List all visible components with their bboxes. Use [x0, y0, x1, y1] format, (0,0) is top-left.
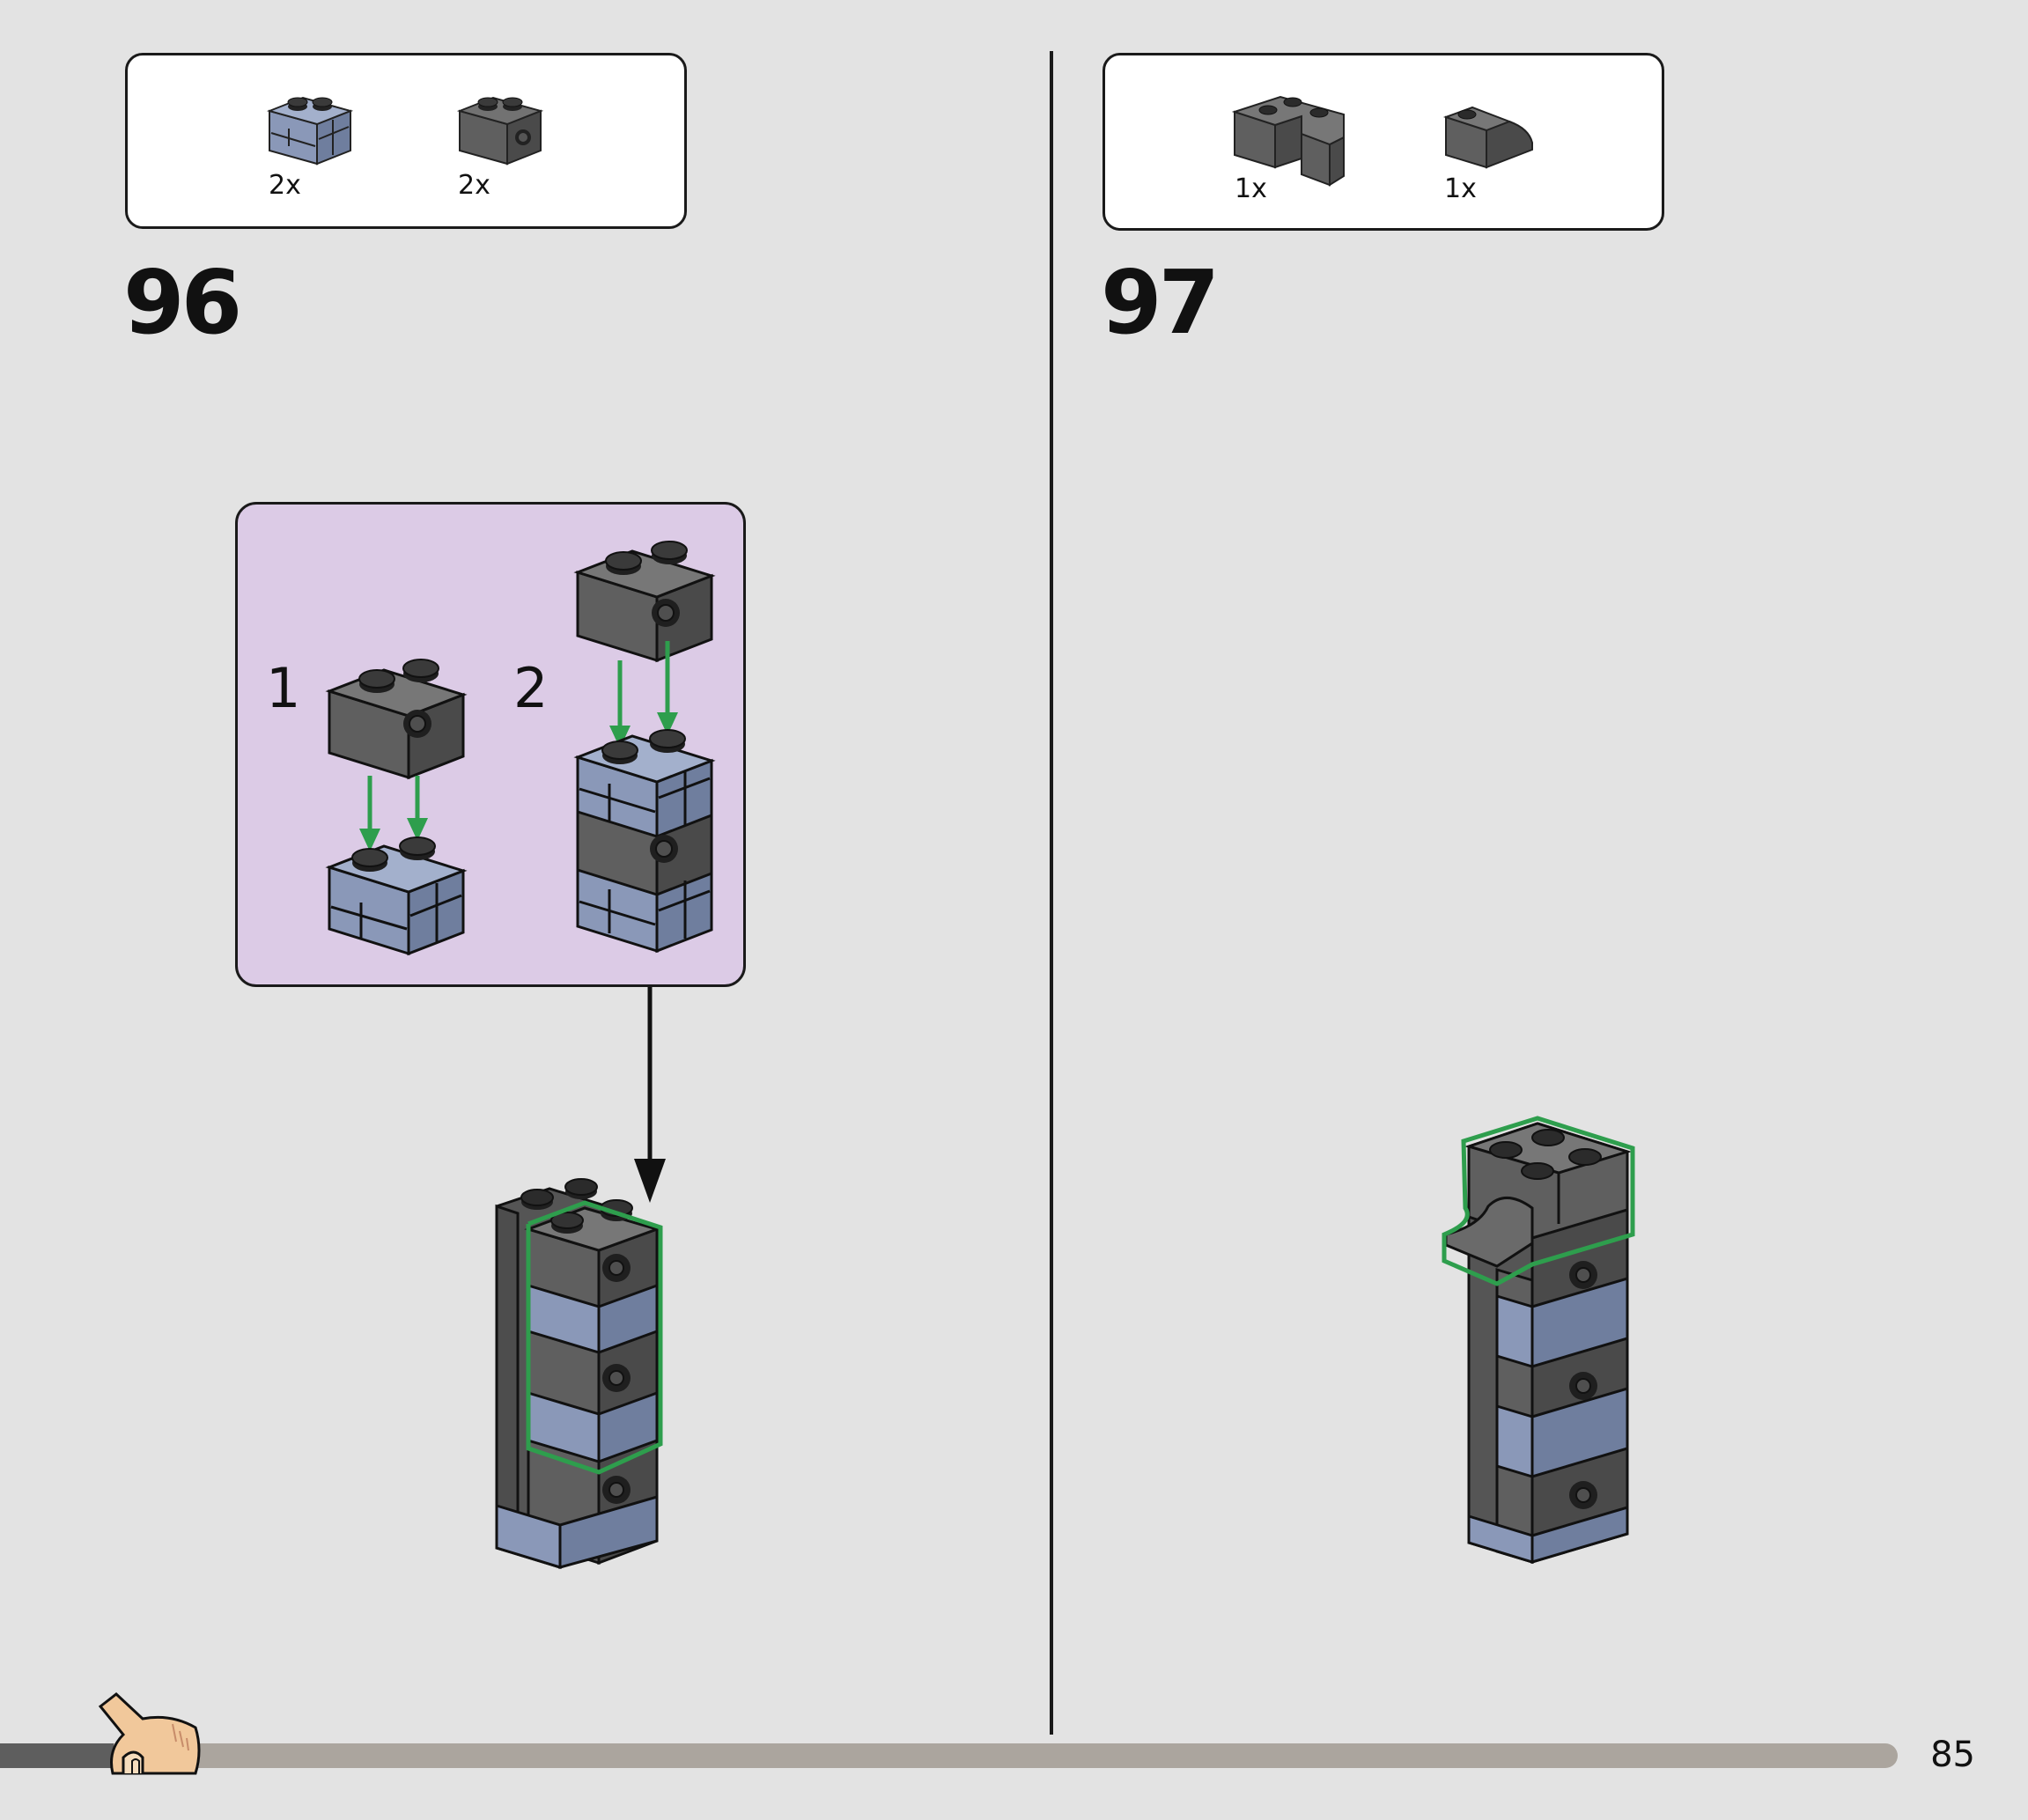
- sand-blue-masonry-brick-1x2-icon: [262, 85, 359, 168]
- substep-label: 1: [266, 656, 300, 720]
- parts-list-step-96: [125, 53, 687, 229]
- dark-grey-corner-brick-2x2-icon: [1231, 81, 1350, 178]
- substep-2-illustration: [574, 528, 724, 960]
- dark-grey-curved-slope-icon: [1441, 95, 1538, 174]
- parts-list-step-97: [1102, 53, 1664, 231]
- dark-grey-technic-brick-1x2-icon: [453, 85, 549, 168]
- step-divider: [1050, 51, 1053, 1735]
- step-96-model: [493, 1162, 669, 1567]
- camel-toe-bird-icon: [92, 1689, 206, 1777]
- step-number: 96: [123, 251, 239, 354]
- part-qty: 1x: [1444, 173, 1477, 204]
- substep-1-illustration: [326, 647, 476, 955]
- part-qty: 2x: [458, 170, 490, 201]
- step-97-model: [1444, 1111, 1638, 1569]
- progress-track: [0, 1743, 1898, 1768]
- substep-label: 2: [513, 656, 548, 720]
- page-number: 85: [1930, 1735, 1975, 1775]
- part-qty: 1x: [1235, 173, 1267, 204]
- part-qty: 2x: [269, 170, 301, 201]
- step-number: 97: [1101, 251, 1216, 354]
